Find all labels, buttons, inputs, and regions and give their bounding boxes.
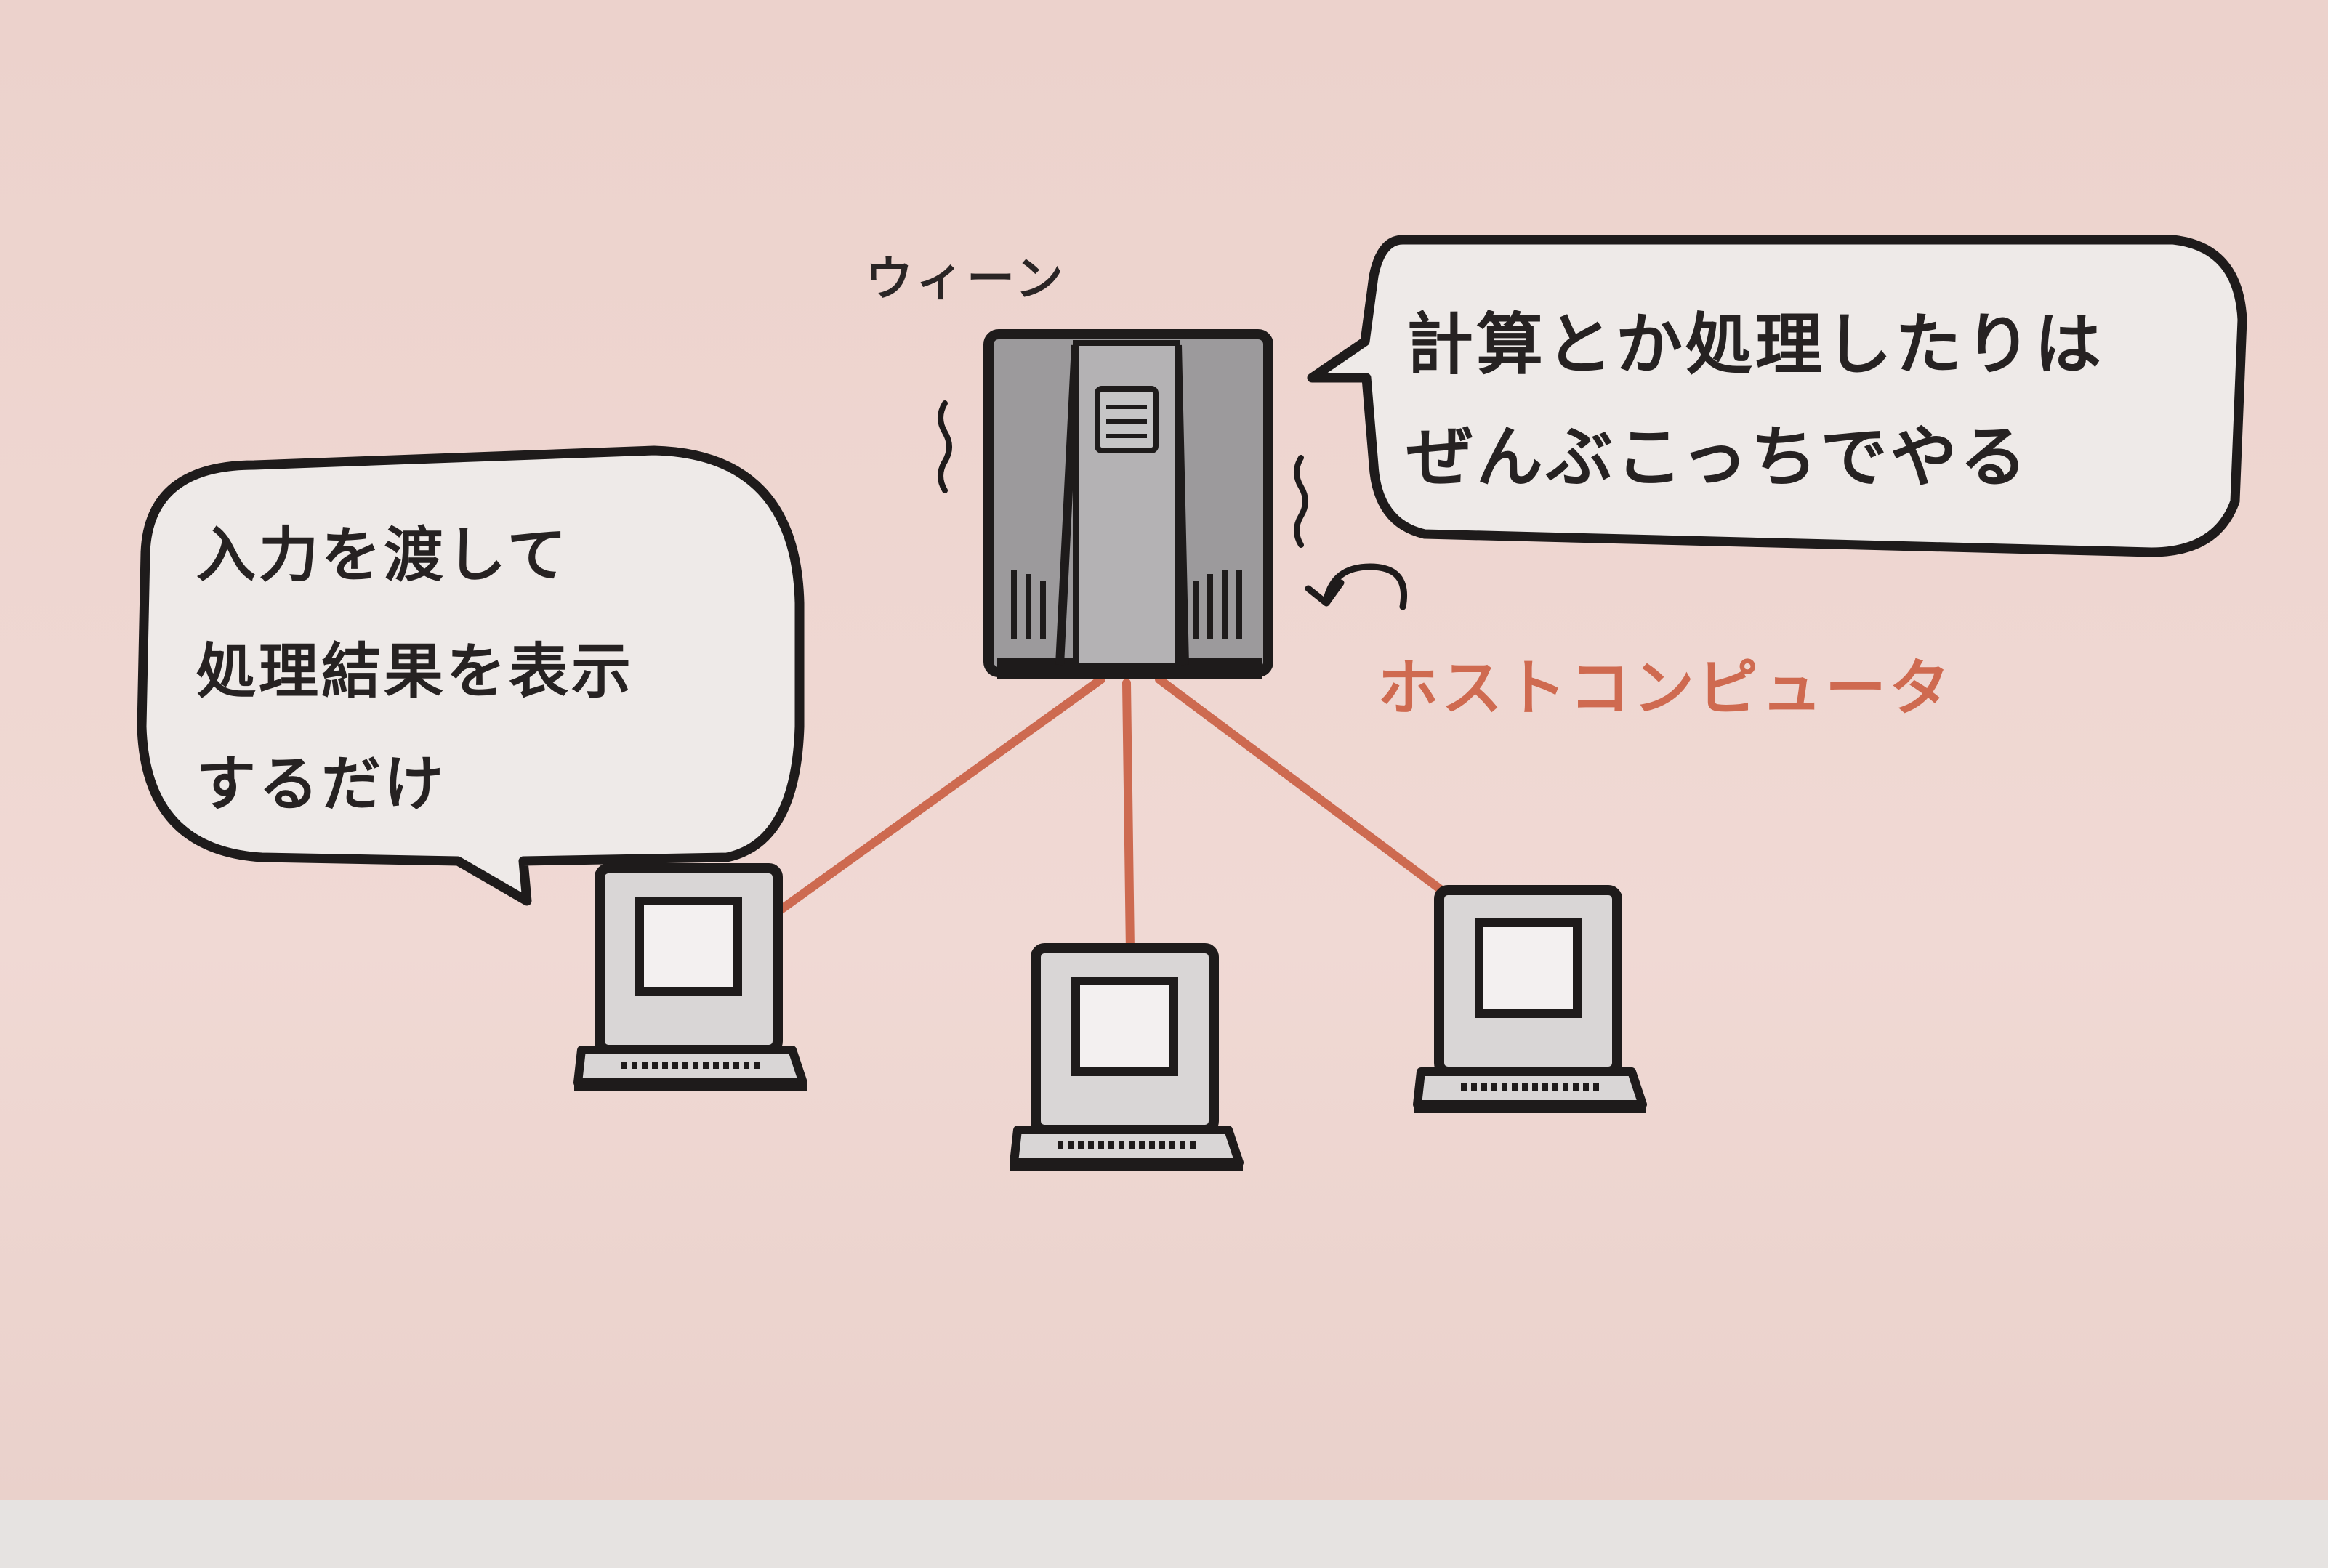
terminal-2	[1010, 943, 1244, 1171]
sound-effect-label: ウィーン	[865, 251, 1066, 307]
terminal-bubble-line-3: するだけ	[196, 750, 447, 819]
terminal-1	[573, 863, 807, 1091]
vibration-marks	[938, 400, 1308, 548]
host-label-arrow	[1323, 563, 1407, 610]
host-bubble-line-2: ぜんぶこっちでやる	[1406, 419, 2030, 496]
terminal-bubble-line-2: 処理結果を表示	[196, 637, 635, 706]
host-vents	[1011, 570, 1242, 639]
terminal-speech-bubble	[137, 445, 805, 906]
host-bubble-line-1: 計算とか処理したりは	[1406, 306, 2105, 384]
host-computer-label: ホストコンピュータ	[1377, 652, 1954, 724]
page-bottom-strip	[0, 1500, 2328, 1568]
terminal-bubble-line-1: 入力を渡して	[196, 521, 570, 590]
terminal-3	[1413, 885, 1647, 1113]
connection-lines	[773, 675, 1451, 956]
host-speech-bubble	[1307, 235, 2247, 557]
link-host-terminal-3	[1155, 675, 1451, 898]
host-computer	[938, 329, 1308, 679]
link-host-terminal-1	[773, 675, 1105, 916]
link-host-terminal-2	[1122, 679, 1135, 956]
host-front-panel	[1095, 386, 1159, 453]
